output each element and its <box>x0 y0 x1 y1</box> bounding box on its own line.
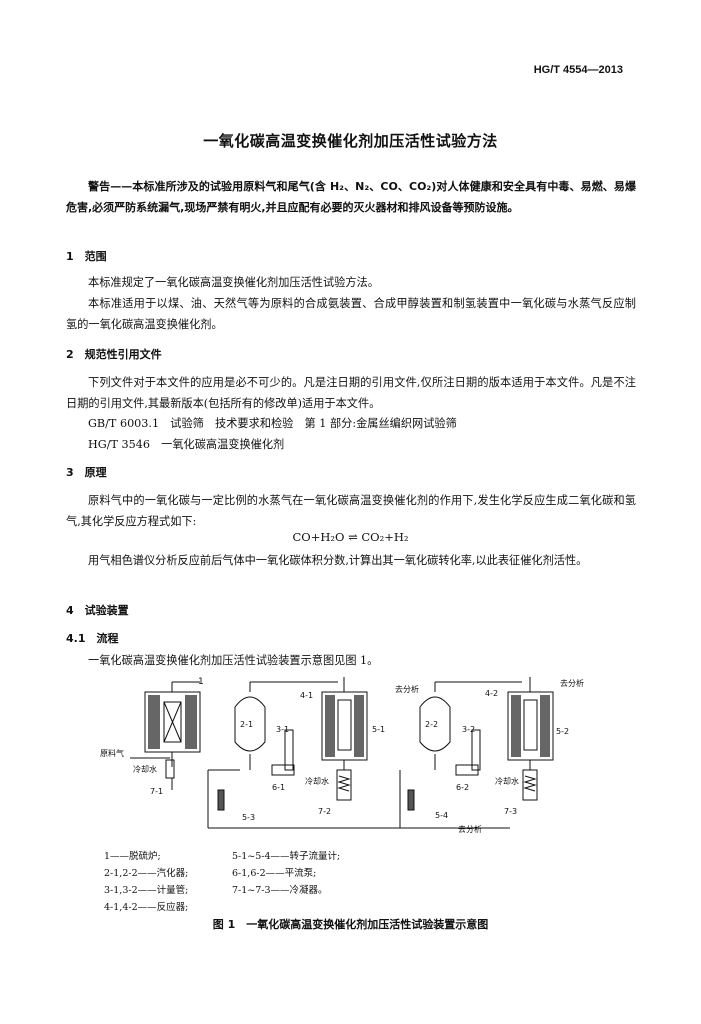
label-to-analysis-2: 去分析 <box>560 678 584 688</box>
section-1-heading: 1 范围 <box>66 250 107 263</box>
legend-item: 2-1,2-2——汽化器; <box>104 868 189 879</box>
section-2-heading: 2 规范性引用文件 <box>66 348 162 361</box>
label-7-3: 7-3 <box>504 807 517 816</box>
label-3-1: 3-1 <box>276 725 289 734</box>
vaporizer-2-1 <box>234 681 338 770</box>
legend-item: 4-1,4-2——反应器; <box>104 902 189 913</box>
legend-item: 3-1,3-2——计量管; <box>104 885 189 896</box>
label-5-4: 5-4 <box>435 811 448 820</box>
label-2-1: 2-1 <box>240 720 253 729</box>
reference-1: GB/T 6003.1 试验筛 技术要求和检验 第 1 部分:金属丝编织网试验筛 <box>88 417 457 430</box>
reference-2: HG/T 3546 一氧化碳高温变换催化剂 <box>88 438 285 451</box>
legend-row: 2-1,2-2——汽化器; 6-1,6-2——平流泵; <box>104 865 340 882</box>
legend-item: 7-1~7-3——冷凝器。 <box>232 885 328 896</box>
label-7-2: 7-2 <box>318 807 331 816</box>
label-5-3: 5-3 <box>242 813 255 822</box>
label-6-2: 6-2 <box>456 783 469 792</box>
section-3-heading: 3 原理 <box>66 466 107 479</box>
label-2-2: 2-2 <box>425 720 438 729</box>
figure-legend: 1——脱硫炉; 5-1~5-4——转子流量计; 2-1,2-2——汽化器; 6-… <box>104 848 340 916</box>
label-6-1: 6-1 <box>272 783 285 792</box>
desulfurizer-1 <box>144 681 201 767</box>
label-5-1: 5-1 <box>372 725 385 734</box>
label-feed-gas: 原料气 <box>100 748 124 758</box>
section-1-p1: 本标准规定了一氧化碳高温变换催化剂加压活性试验方法。 <box>88 276 379 289</box>
legend-item: 1——脱硫炉; <box>104 851 161 862</box>
legend-item: 6-1,6-2——平流泵; <box>232 868 317 879</box>
document-title: 一氧化碳高温变换催化剂加压活性试验方法 <box>203 132 498 150</box>
label-to-analysis-1: 去分析 <box>395 684 419 694</box>
label-1: 1 <box>198 677 204 687</box>
label-5-2: 5-2 <box>556 727 569 736</box>
reaction-equation: CO+H₂O ⇌ CO₂+H₂ <box>292 530 409 544</box>
reactor-4-1 <box>321 677 368 770</box>
label-to-analysis-bottom: 去分析 <box>458 824 482 834</box>
legend-row: 4-1,4-2——反应器; <box>104 899 340 916</box>
vaporizer-2-2 <box>419 681 522 770</box>
label-cooling-water-3: 冷却水 <box>495 776 519 786</box>
section-3-p2: 用气相色谱仪分析反应前后气体中一氧化碳体积分数,计算出其一氧化碳转化率,以此表征… <box>88 554 588 567</box>
label-cooling-water-1: 冷却水 <box>133 764 157 774</box>
legend-item: 5-1~5-4——转子流量计; <box>232 851 341 862</box>
reactor-4-2 <box>507 677 554 770</box>
label-4-1: 4-1 <box>300 691 313 700</box>
label-4-2: 4-2 <box>485 689 498 698</box>
section-2-p1: 下列文件对于本文件的应用是必不可少的。凡是注日期的引用文件,仅所注日期的版本适用… <box>66 376 636 411</box>
section-4-1-p1: 一氧化碳高温变换催化剂加压活性试验装置示意图见图 1。 <box>88 654 379 667</box>
apparatus-diagram: 1 原料气 冷却水 7-1 2-1 3-1 6-1 5-3 4-1 5-1 去分… <box>100 677 584 834</box>
label-3-2: 3-2 <box>462 725 475 734</box>
legend-row: 1——脱硫炉; 5-1~5-4——转子流量计; <box>104 848 340 865</box>
standard-number: HG/T 4554—2013 <box>533 64 623 76</box>
label-cooling-water-2: 冷却水 <box>305 776 329 786</box>
warning-paragraph: 警告——本标准所涉及的试验用原料气和尾气(含 H₂、N₂、CO、CO₂)对人体健… <box>66 180 636 215</box>
label-7-1: 7-1 <box>150 787 163 796</box>
legend-row: 3-1,3-2——计量管; 7-1~7-3——冷凝器。 <box>104 882 340 899</box>
figure-caption: 图 1 一氧化碳高温变换催化剂加压活性试验装置示意图 <box>212 918 489 931</box>
section-1-p2: 本标准适用于以煤、油、天然气等为原料的合成氨装置、合成甲醇装置和制氢装置中一氧化… <box>66 297 636 332</box>
section-4-1-heading: 4.1 流程 <box>66 632 119 645</box>
section-4-heading: 4 试验装置 <box>66 604 129 617</box>
section-3-p1: 原料气中的一氧化碳与一定比例的水蒸气在一氧化碳高温变换催化剂的作用下,发生化学反… <box>66 494 636 529</box>
